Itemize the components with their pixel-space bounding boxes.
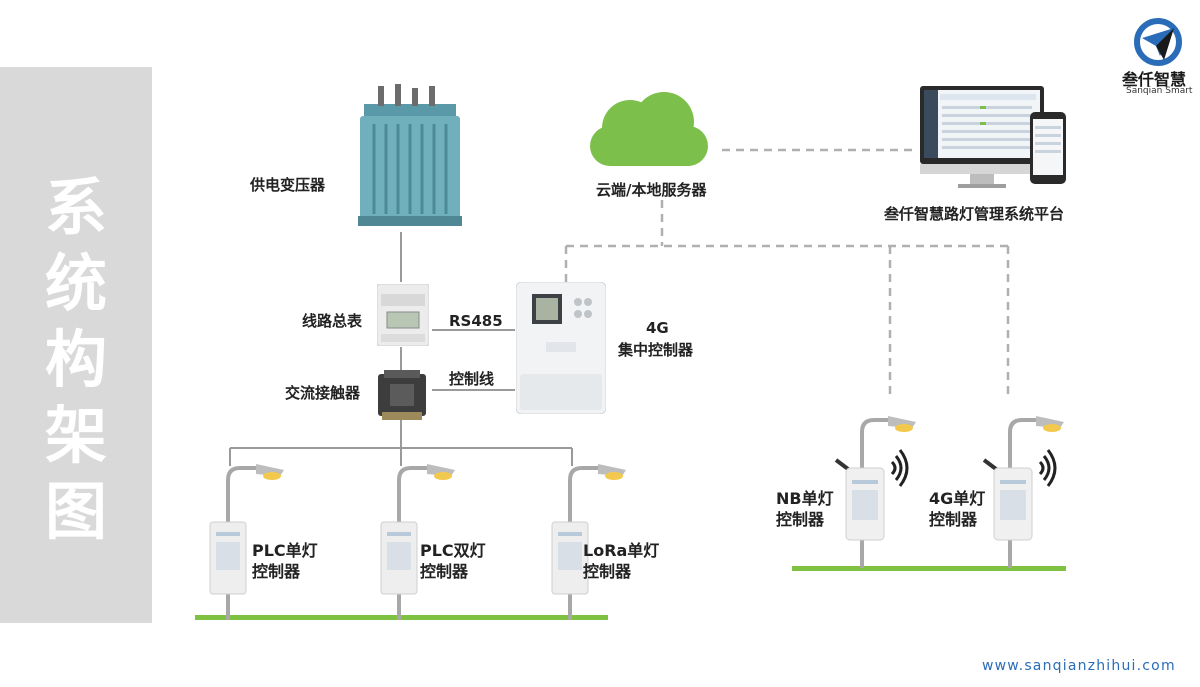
meter-label: 线路总表 xyxy=(302,312,363,330)
contactor-label: 交流接触器 xyxy=(285,384,361,402)
transformer-icon xyxy=(358,84,462,226)
page-title: 系统构架图 xyxy=(44,171,107,548)
nb-single-controller-label: NB单灯 控制器 xyxy=(776,489,834,529)
logo-mark-icon xyxy=(1134,18,1182,66)
plc-single-controller-label: PLC单灯 控制器 xyxy=(252,541,318,581)
ground-line-right xyxy=(792,566,1066,571)
meter-icon xyxy=(377,284,429,346)
transformer-label: 供电变压器 xyxy=(250,176,326,194)
logo-name: 叁仟智慧 xyxy=(1122,70,1187,89)
platform-monitor-icon xyxy=(920,86,1066,188)
lora-single-controller-label: LoRa单灯 控制器 xyxy=(583,541,660,581)
platform-label: 叁仟智慧路灯管理系统平台 xyxy=(884,205,1065,223)
street-light-plc-dual-icon xyxy=(380,464,455,620)
cloud-server-label: 云端/本地服务器 xyxy=(596,181,707,199)
brand-logo: 叁仟智慧 Sanqian Smart xyxy=(1120,16,1192,100)
concentrator-label-top: 4G xyxy=(646,319,669,337)
logo-subtitle: Sanqian Smart xyxy=(1126,86,1193,96)
street-light-lora-single-icon xyxy=(551,464,626,620)
street-light-nb-single-icon xyxy=(834,416,916,568)
contactor-icon xyxy=(378,370,426,420)
sidebar-panel xyxy=(0,67,152,623)
concentrator-label-bottom: 集中控制器 xyxy=(618,341,694,359)
rs485-label: RS485 xyxy=(449,312,503,330)
street-light-4g-single-icon xyxy=(982,416,1064,568)
website-link[interactable]: www.sanqianzhihui.com xyxy=(982,658,1176,674)
ground-line-left xyxy=(195,615,608,620)
plc-dual-controller-label: PLC双灯 控制器 xyxy=(420,541,486,581)
4g-single-controller-label: 4G单灯 控制器 xyxy=(929,489,986,529)
control-line-label: 控制线 xyxy=(449,370,495,388)
cloud-icon xyxy=(590,92,708,166)
street-light-plc-single-icon xyxy=(209,464,284,620)
concentrator-icon xyxy=(516,282,606,414)
